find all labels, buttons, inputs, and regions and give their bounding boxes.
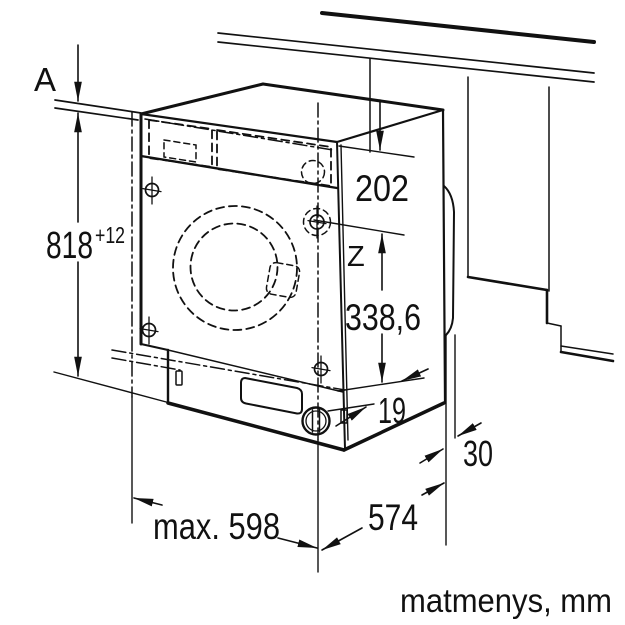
- door-handle: [265, 261, 301, 299]
- label-z: Z: [347, 241, 365, 273]
- dimension-a: A: [34, 44, 82, 102]
- dimension-19: 19: [327, 368, 429, 431]
- centerlines: [111, 102, 346, 573]
- mount-point-bottom-right: [311, 355, 331, 384]
- dimension-818: 818 +12: [46, 112, 171, 404]
- dimension-z-338: Z 338,6: [313, 219, 425, 392]
- dimension-30: 30: [419, 422, 493, 474]
- label-a: A: [34, 61, 56, 98]
- dimension-202: 202: [338, 99, 415, 209]
- label-width: max. 598: [153, 506, 280, 547]
- drawer-inner: [163, 139, 197, 163]
- worktop-lines: [54, 11, 596, 121]
- latch: [340, 409, 348, 424]
- label-panel-gap: 30: [463, 433, 493, 474]
- door-outer: [172, 205, 298, 331]
- mount-point-top-left: [142, 176, 162, 205]
- label-axis-height: 338,6: [345, 297, 421, 338]
- program-knob-hidden: [300, 159, 326, 185]
- label-height: 818: [46, 225, 93, 267]
- label-depth: 574: [368, 497, 418, 538]
- detergent-drawer: [148, 118, 213, 169]
- caption-units: matmenys, mm: [400, 582, 612, 619]
- label-height-tolerance: +12: [95, 222, 125, 248]
- hinge-slot: [175, 370, 183, 386]
- dimension-574: 574: [321, 482, 445, 551]
- label-top-clearance: 202: [355, 168, 409, 209]
- dimension-598: max. 598: [133, 497, 318, 549]
- service-flap: [240, 376, 303, 415]
- label-door-protrusion: 19: [378, 390, 406, 431]
- cabinet-panel: [369, 58, 615, 363]
- door-inner: [189, 222, 279, 312]
- mount-point-bottom-left: [139, 316, 159, 345]
- washer-outline: [139, 82, 456, 546]
- adjustment-knob: [301, 406, 331, 436]
- washer-front-details: [139, 118, 348, 436]
